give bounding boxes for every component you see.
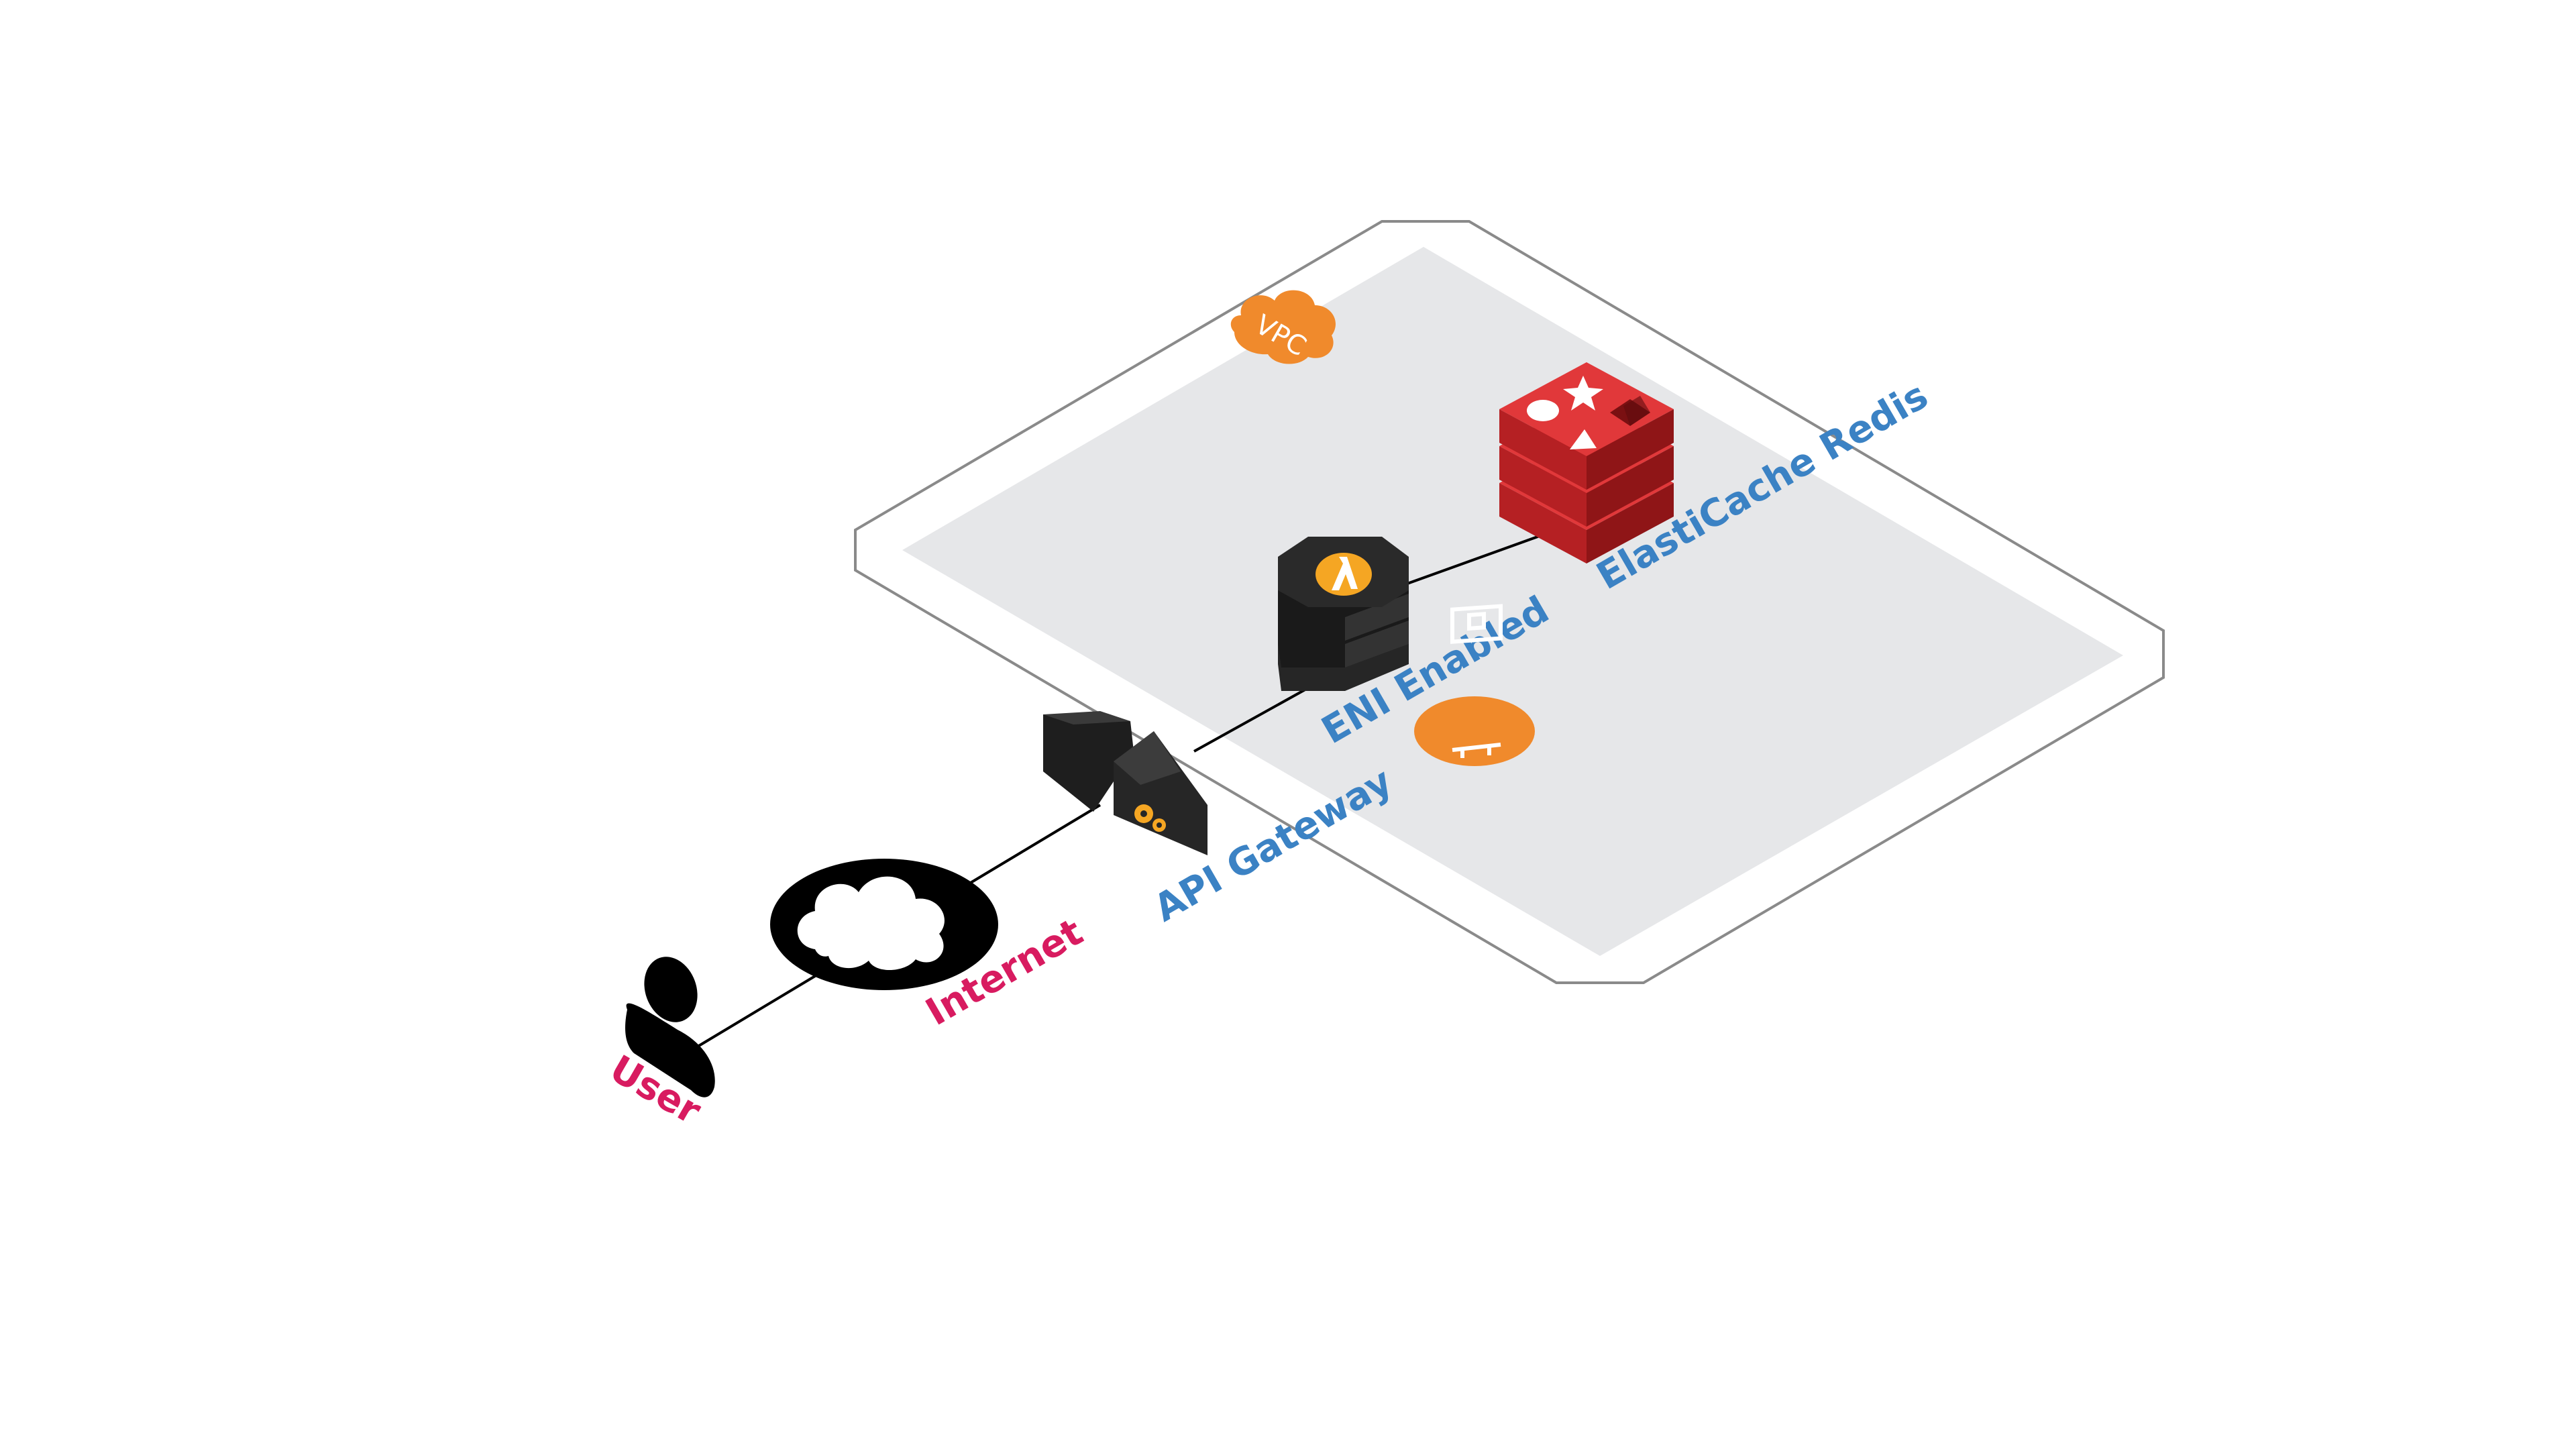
vpc-cloud-icon: VPC [1230,290,1336,364]
gear-icon [1134,804,1166,832]
connection-internet-gateway [965,804,1102,887]
network-interface-icon[interactable] [1414,604,1535,766]
cloud-icon[interactable] [770,859,998,990]
connection-user-internet [696,965,833,1048]
redis-icon[interactable] [1499,362,1674,564]
vpc-area [902,247,2123,956]
connections [696,529,1557,1048]
lambda-symbol-icon [1316,553,1372,596]
api-gateway-icon[interactable] [1043,711,1208,855]
user-icon[interactable] [625,949,715,1097]
connection-gateway-lambda [1193,683,1316,753]
redis-shapes [1527,376,1650,449]
connection-lambda-redis [1388,529,1557,592]
redis-layer-1 [1499,362,1674,490]
lambda-icon[interactable] [1278,537,1409,691]
